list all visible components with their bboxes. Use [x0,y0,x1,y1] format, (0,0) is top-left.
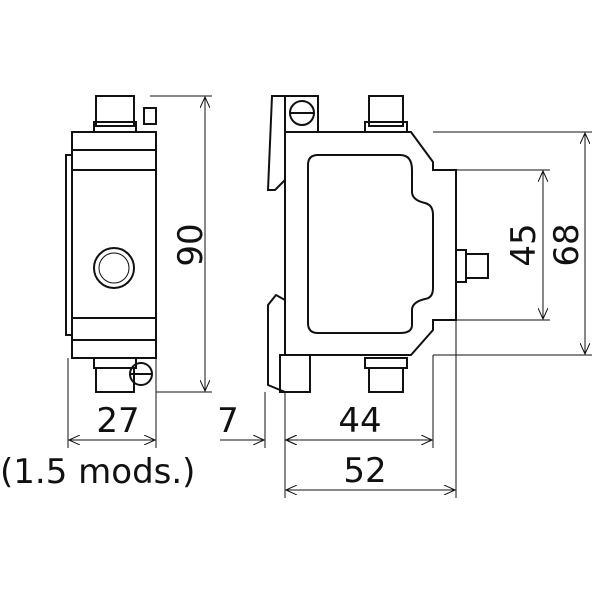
dimension-52: 52 [343,451,386,491]
indicator-window [93,247,135,289]
dimension-44: 44 [338,401,381,441]
dimension-90: 90 [171,223,211,266]
dimension-27: 27 [96,401,139,441]
front-view [65,95,157,393]
dimension-7: 7 [217,401,239,441]
dimension-45: 45 [504,223,544,266]
modules-label: (1.5 mods.) [0,452,195,492]
dimension-lines [69,97,585,490]
extension-lines [67,95,592,498]
side-view [266,95,489,393]
dimension-68: 68 [547,223,587,266]
